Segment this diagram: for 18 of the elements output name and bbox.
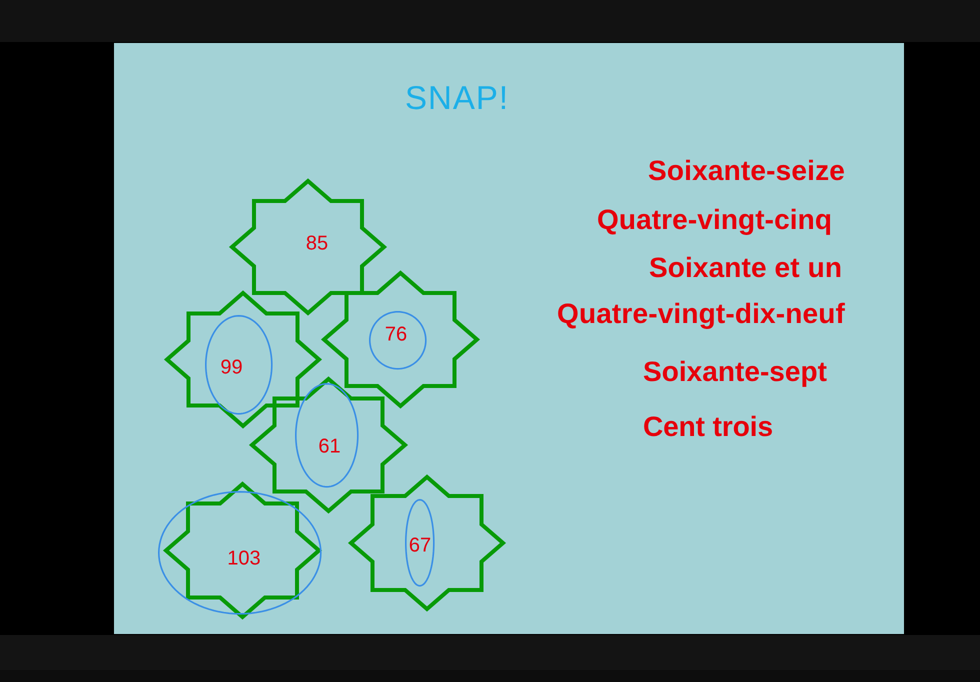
number-word: Soixante-seize xyxy=(648,155,846,187)
star-shape xyxy=(164,291,320,428)
number-label: 76 xyxy=(384,324,408,347)
slide-title: SNAP! xyxy=(405,78,509,117)
number-word: Quatre-vingt-cinq xyxy=(597,204,832,236)
number-label: 61 xyxy=(318,435,341,458)
number-word: Soixante-sept xyxy=(643,356,827,388)
star-shape xyxy=(230,178,386,314)
number-label: 67 xyxy=(408,534,432,558)
number-label: 85 xyxy=(306,232,328,255)
star-shape xyxy=(322,271,478,408)
number-label: 103 xyxy=(227,547,261,570)
number-word: Cent trois xyxy=(643,411,773,443)
star-shape xyxy=(250,376,406,512)
number-word: Soixante et un xyxy=(649,252,842,284)
number-word: Quatre-vingt-dix-neuf xyxy=(557,298,846,330)
number-label: 99 xyxy=(220,356,243,380)
star-shape xyxy=(348,475,504,611)
